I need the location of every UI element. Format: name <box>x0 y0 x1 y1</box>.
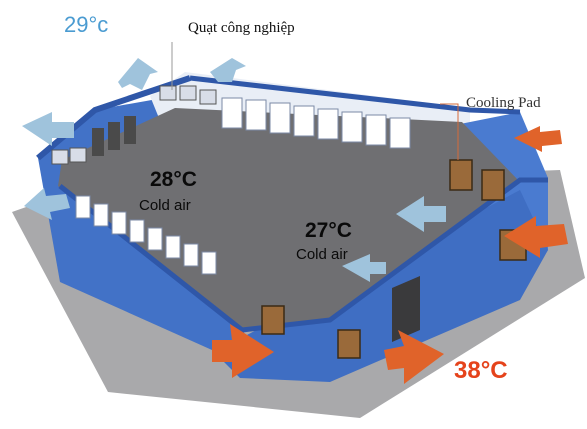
cooling-pads <box>261 159 527 359</box>
zone1-cold-air-label: Cold air <box>139 197 191 214</box>
cool-arrow-left-lower <box>24 188 70 220</box>
cool-arrow-inside-center <box>342 254 386 282</box>
hot-arrow-bottom-center <box>384 330 444 384</box>
outside-hot-temperature: 38°C <box>454 357 508 384</box>
roof-edge-left <box>36 75 191 161</box>
hot-arrow-right <box>504 216 568 258</box>
back-wall-windows <box>221 97 411 149</box>
zone2-temperature: 27°C <box>305 219 352 242</box>
diagram-title: Quạt công nghiệp <box>188 20 295 36</box>
cool-arrow-inside-right <box>396 196 446 232</box>
outside-temperature-top: 29°c <box>64 12 109 37</box>
cool-air-arrows <box>22 58 446 282</box>
roof-edge-back <box>189 75 521 115</box>
hot-arrow-bottom-left <box>212 324 274 378</box>
side-wall-windows <box>75 195 217 275</box>
zone1-temperature: 28°C <box>150 168 197 191</box>
cooling-pad-label: Cooling Pad <box>466 95 541 111</box>
hot-arrow-top-right <box>514 126 562 152</box>
cool-arrow-top-left <box>118 58 158 90</box>
roof-edge-front <box>58 177 548 333</box>
side-door <box>392 276 420 342</box>
hot-air-arrows <box>212 126 568 384</box>
cool-arrow-top-right <box>210 58 246 82</box>
exhaust-fans-left <box>51 147 87 165</box>
zone2-cold-air-label: Cold air <box>296 246 348 263</box>
pad-leader-line <box>440 103 459 160</box>
cool-arrow-left <box>22 112 74 146</box>
left-wall-panels <box>92 116 136 156</box>
